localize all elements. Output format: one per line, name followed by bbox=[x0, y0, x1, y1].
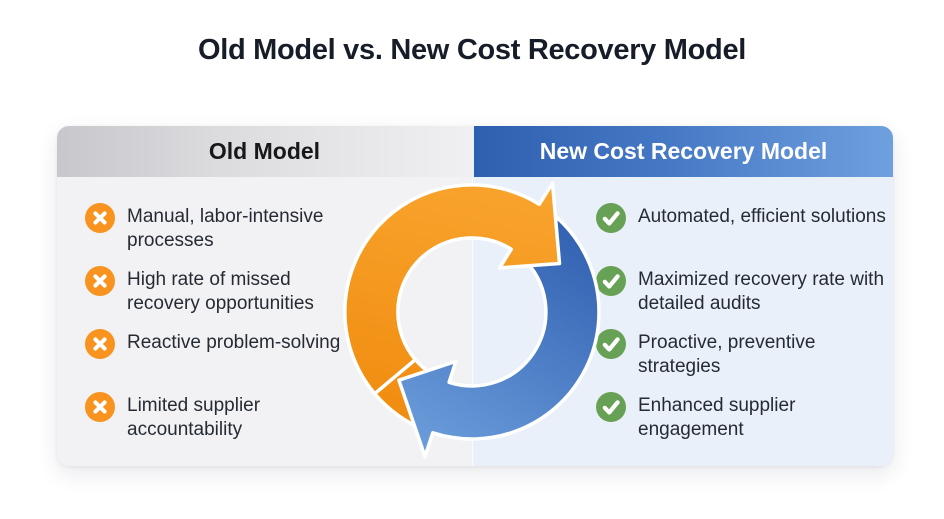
panel-body: Manual, labor-intensive processes High r… bbox=[57, 177, 893, 466]
x-circle-icon bbox=[85, 203, 115, 233]
old-model-header: Old Model bbox=[57, 126, 472, 177]
list-item: High rate of missed recovery opportuniti… bbox=[85, 266, 472, 331]
old-model-column: Manual, labor-intensive processes High r… bbox=[57, 177, 472, 466]
new-model-header: New Cost Recovery Model bbox=[472, 126, 893, 177]
x-circle-icon bbox=[85, 266, 115, 296]
list-item: Reactive problem-solving bbox=[85, 329, 472, 394]
list-item: Maximized recovery rate with detailed au… bbox=[596, 266, 893, 331]
old-model-list: Manual, labor-intensive processes High r… bbox=[85, 203, 472, 457]
list-item-label: Automated, efficient solutions bbox=[638, 206, 886, 227]
check-circle-icon bbox=[596, 329, 626, 359]
list-item-label: Reactive problem-solving bbox=[127, 332, 341, 353]
check-circle-icon bbox=[596, 203, 626, 233]
list-item-label: Manual, labor-intensive processes bbox=[127, 206, 324, 251]
new-model-column: Automated, efficient solutions Maximized… bbox=[472, 177, 893, 466]
page-title: Old Model vs. New Cost Recovery Model bbox=[197, 34, 747, 66]
check-circle-icon bbox=[596, 266, 626, 296]
new-model-list: Automated, efficient solutions Maximized… bbox=[596, 203, 893, 457]
list-item-label: Enhanced supplier engagement bbox=[638, 395, 796, 440]
list-item: Manual, labor-intensive processes bbox=[85, 203, 472, 268]
list-item-label: Limited supplier accountability bbox=[127, 395, 261, 440]
panel-headers: Old Model New Cost Recovery Model bbox=[57, 126, 893, 177]
list-item: Enhanced supplier engagement bbox=[596, 392, 893, 457]
list-item-label: High rate of missed recovery opportuniti… bbox=[127, 269, 314, 314]
comparison-panel: Old Model New Cost Recovery Model Manual… bbox=[57, 126, 893, 466]
list-item: Limited supplier accountability bbox=[85, 392, 472, 457]
list-item: Proactive, preventive strategies bbox=[596, 329, 893, 394]
list-item: Automated, efficient solutions bbox=[596, 203, 893, 268]
x-circle-icon bbox=[85, 329, 115, 359]
x-circle-icon bbox=[85, 392, 115, 422]
list-item-label: Proactive, preventive strategies bbox=[638, 332, 816, 377]
list-item-label: Maximized recovery rate with detailed au… bbox=[638, 269, 885, 314]
check-circle-icon bbox=[596, 392, 626, 422]
